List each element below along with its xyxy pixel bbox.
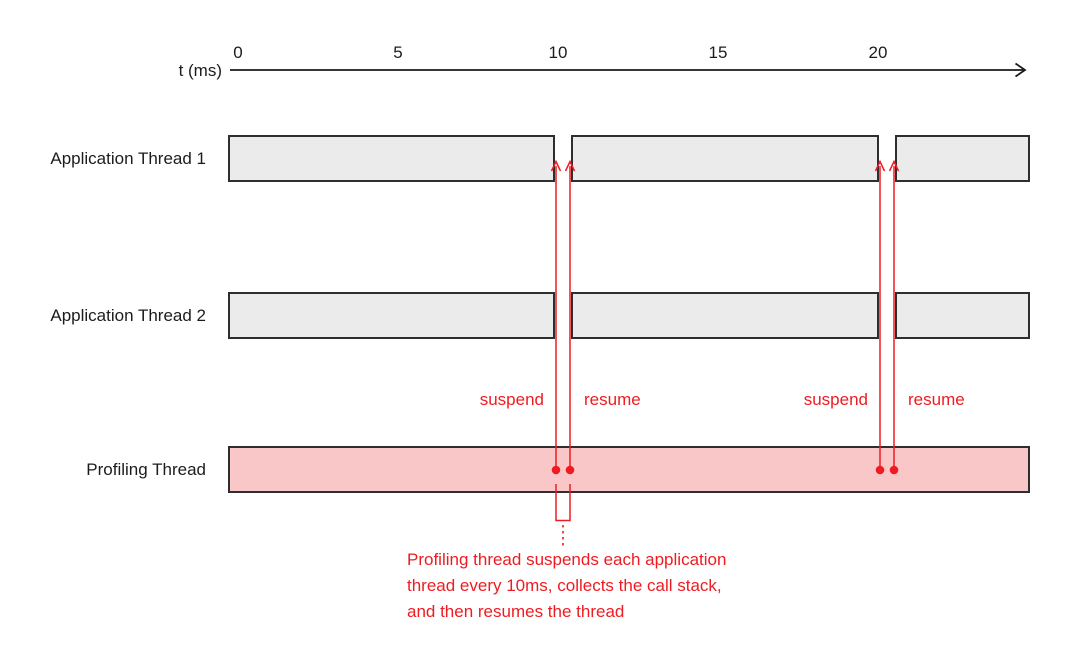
thread1-bar-segment-1 (228, 135, 555, 182)
resume-arrow-1 (564, 159, 576, 475)
suspend-dot-2 (875, 465, 885, 475)
thread1-bar-segment-2 (571, 135, 879, 182)
resume-label-2: resume (908, 390, 965, 409)
axis-tick-5: 5 (393, 43, 403, 62)
time-axis-arrow (230, 62, 1027, 78)
resume-dot-2 (889, 465, 899, 475)
axis-tick-20: 20 (868, 43, 888, 62)
axis-tick-15: 15 (708, 43, 728, 62)
thread2-bar-segment-2 (571, 292, 879, 339)
thread2-bar-segment-3 (895, 292, 1030, 339)
thread2-bar-segment-1 (228, 292, 555, 339)
suspend-dot-1 (551, 465, 561, 475)
interval-bracket (555, 484, 571, 522)
suspend-label-2: suspend (803, 390, 868, 409)
annotation-line-3: and then resumes the thread (407, 602, 625, 621)
annotation-line-2: thread every 10ms, collects the call sta… (407, 576, 722, 595)
suspend-arrow-2 (874, 159, 886, 475)
row-label-application-thread-2: Application Thread 2 (50, 306, 206, 325)
axis-tick-10: 10 (548, 43, 568, 62)
row-label-profiling-thread: Profiling Thread (86, 460, 206, 479)
annotation-text: Profiling thread suspends each applicati… (407, 547, 726, 625)
annotation-line-1: Profiling thread suspends each applicati… (407, 550, 727, 569)
suspend-label-1: suspend (479, 390, 544, 409)
resume-label-1: resume (584, 390, 641, 409)
time-axis-label: t (ms) (178, 61, 222, 80)
resume-arrow-2 (888, 159, 900, 475)
axis-tick-0: 0 (233, 43, 243, 62)
suspend-arrow-1 (550, 159, 562, 475)
thread1-bar-segment-3 (895, 135, 1030, 182)
resume-dot-1 (565, 465, 575, 475)
row-label-application-thread-1: Application Thread 1 (50, 149, 206, 168)
